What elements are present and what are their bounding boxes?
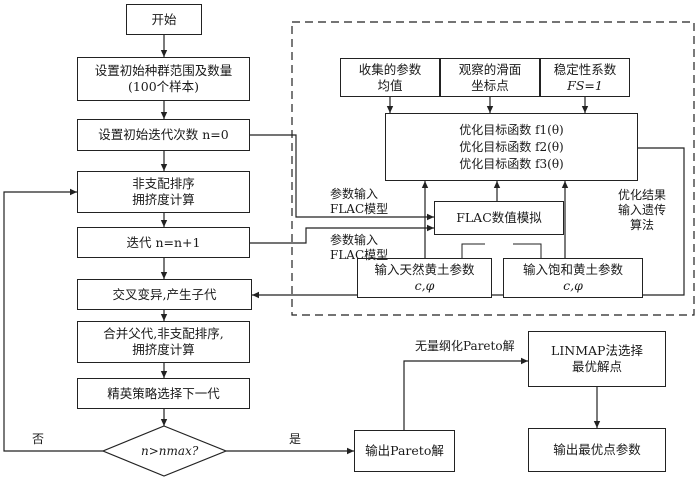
linmap-node: LINMAP法选择 最优解点 bbox=[528, 331, 666, 387]
coordinates-text: 坐标点 bbox=[471, 77, 509, 93]
param-input-a-label: 参数输入 FLAC模型 bbox=[330, 187, 388, 217]
edge-param-input-a bbox=[249, 134, 434, 221]
start-node: 开始 bbox=[126, 4, 202, 35]
objective-f2-text: 优化目标函数 f2(θ) bbox=[459, 139, 564, 154]
merge-crowding-text: 拥挤度计算 bbox=[132, 342, 195, 357]
init-population-text: 设置初始种群范围及数量 bbox=[94, 63, 233, 78]
optimal-point-text: 最优解点 bbox=[571, 359, 622, 374]
crowding-text: 拥挤度计算 bbox=[132, 192, 195, 207]
iterate-node: 迭代 n=n+1 bbox=[77, 227, 250, 258]
stability-text: 稳定性系数 bbox=[553, 61, 617, 77]
init-iteration-text: 设置初始迭代次数 n=0 bbox=[98, 127, 229, 142]
collect-params-text: 收集的参数 bbox=[358, 61, 422, 77]
optimization-region bbox=[291, 21, 695, 316]
objective-f3-text: 优化目标函数 f3(θ) bbox=[459, 156, 564, 171]
crossover-node: 交叉变异,产生子代 bbox=[77, 279, 252, 310]
natural-loess-node: 输入天然黄土参数 c,φ bbox=[357, 258, 492, 298]
collect-params-node: 收集的参数 均值 bbox=[340, 58, 440, 97]
natural-loess-text: 输入天然黄土参数 bbox=[374, 262, 475, 277]
stability-node: 稳定性系数 FS=1 bbox=[540, 58, 630, 97]
param-input-b-line2: FLAC模型 bbox=[330, 248, 389, 262]
merge-node: 合并父代,非支配排序, 拥挤度计算 bbox=[77, 321, 250, 363]
opt-result-label: 优化结果 输入遗传 算法 bbox=[618, 188, 666, 233]
init-iteration-node: 设置初始迭代次数 n=0 bbox=[77, 119, 250, 151]
output-pareto-node: 输出Pareto解 bbox=[354, 430, 455, 472]
opt-result-line2: 输入遗传 bbox=[618, 203, 667, 217]
opt-result-line3: 算法 bbox=[630, 218, 655, 232]
edge-param-input-b bbox=[249, 224, 434, 244]
output-best-node: 输出最优点参数 bbox=[528, 428, 666, 472]
output-pareto-text: 输出Pareto解 bbox=[365, 443, 444, 458]
objective-node: 优化目标函数 f1(θ) 优化目标函数 f2(θ) 优化目标函数 f3(θ) bbox=[385, 113, 638, 181]
sorting-text: 非支配排序 bbox=[132, 176, 195, 191]
flac-sim-text: FLAC数值模拟 bbox=[456, 210, 542, 225]
sorting-node: 非支配排序 拥挤度计算 bbox=[77, 171, 250, 213]
output-best-text: 输出最优点参数 bbox=[553, 442, 641, 457]
fs-text: FS=1 bbox=[567, 77, 603, 93]
mean-text: 均值 bbox=[377, 77, 403, 93]
crossover-text: 交叉变异,产生子代 bbox=[112, 286, 217, 302]
decision-diamond bbox=[101, 425, 228, 477]
init-population-count: (100个样本) bbox=[127, 79, 200, 94]
start-text: 开始 bbox=[151, 11, 177, 27]
saturated-loess-text: 输入饱和黄土参数 bbox=[522, 262, 623, 277]
edge-no-loop bbox=[3, 188, 103, 452]
linmap-text: LINMAP法选择 bbox=[551, 343, 643, 358]
saturated-c-phi: c,φ bbox=[563, 278, 583, 293]
observe-slip-text: 观察的滑面 bbox=[458, 61, 522, 77]
edge-dimensionless bbox=[403, 357, 528, 430]
edge-saturated-flac bbox=[513, 243, 542, 258]
param-input-a-line2: FLAC模型 bbox=[330, 202, 389, 216]
objective-f1-text: 优化目标函数 f1(θ) bbox=[459, 122, 564, 137]
merge-text: 合并父代,非支配排序, bbox=[103, 326, 224, 341]
yes-label: 是 bbox=[289, 432, 302, 446]
dimensionless-label: 无量纲化Pareto解 bbox=[415, 339, 515, 353]
opt-result-line1: 优化结果 bbox=[618, 188, 667, 202]
param-input-b-label: 参数输入 FLAC模型 bbox=[330, 233, 388, 263]
elite-text: 精英策略选择下一代 bbox=[107, 385, 220, 401]
edge-natural-flac bbox=[461, 243, 485, 258]
elite-node: 精英策略选择下一代 bbox=[77, 378, 250, 409]
saturated-loess-node: 输入饱和黄土参数 c,φ bbox=[503, 258, 643, 298]
param-input-b-line1: 参数输入 bbox=[330, 233, 379, 247]
natural-c-phi: c,φ bbox=[414, 278, 435, 293]
flac-sim-node: FLAC数值模拟 bbox=[434, 201, 564, 235]
decision-text: n>nmax? bbox=[141, 444, 199, 458]
iterate-text: 迭代 n=n+1 bbox=[126, 234, 201, 250]
param-input-a-line1: 参数输入 bbox=[330, 187, 379, 201]
init-population-node: 设置初始种群范围及数量 (100个样本) bbox=[77, 57, 250, 101]
observe-slip-node: 观察的滑面 坐标点 bbox=[440, 58, 540, 97]
no-label: 否 bbox=[32, 432, 45, 446]
